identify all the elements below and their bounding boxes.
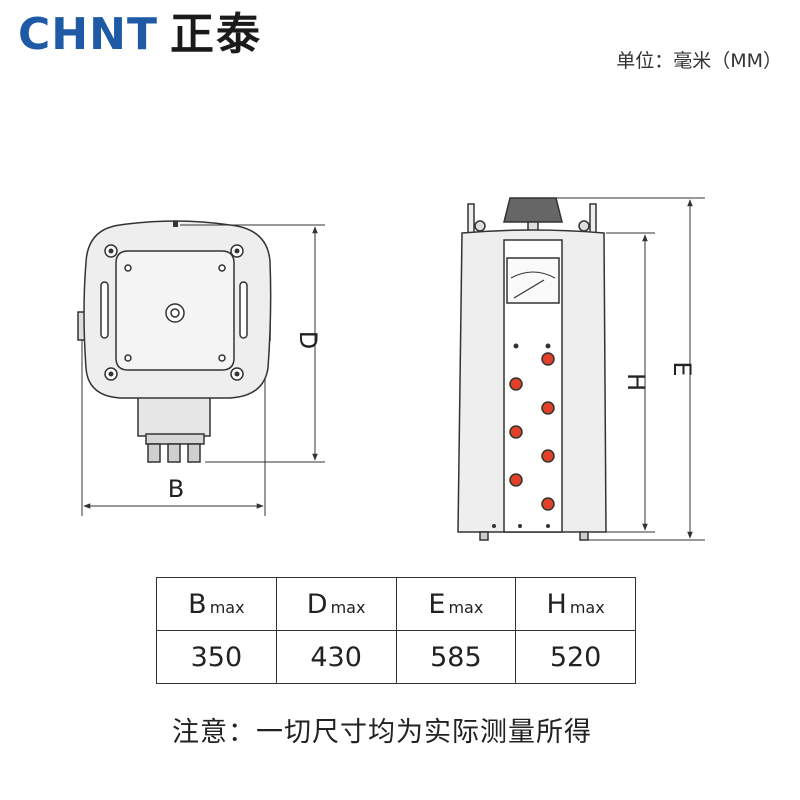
- dimension-e: [556, 197, 705, 541]
- right-handle: [589, 203, 597, 235]
- dimension-drawing: D B: [77, 197, 705, 541]
- base-block: [137, 395, 211, 437]
- indicator-light: [541, 401, 555, 415]
- front-view: [457, 197, 607, 541]
- brand-logo-cn: 正泰: [169, 9, 262, 60]
- dimension-d: [180, 224, 325, 463]
- terminal-3: [187, 443, 201, 463]
- indicator-light: [509, 473, 523, 487]
- dimension-h: [606, 232, 655, 533]
- knob-icon: [503, 197, 563, 223]
- terminal-2: [167, 443, 181, 463]
- right-slot: [239, 281, 248, 339]
- brand-logo-en: CHNT: [18, 9, 158, 60]
- indicator-light: [509, 425, 523, 439]
- table-cell-h: 520: [515, 630, 636, 684]
- label-h: H: [622, 373, 650, 391]
- indicator-light: [509, 377, 523, 391]
- foot-right: [579, 531, 589, 541]
- measurement-note: 注意：一切尺寸均为实际测量所得: [172, 717, 592, 748]
- left-handle: [467, 203, 475, 235]
- voltmeter: [506, 257, 560, 304]
- foot-left: [479, 531, 489, 541]
- left-slot: [100, 281, 109, 339]
- label-d: D: [294, 331, 322, 349]
- unit-label: 单位：毫米（MM）: [616, 50, 782, 72]
- indicator-light: [541, 352, 555, 366]
- indicator-light: [541, 449, 555, 463]
- indicator-light: [541, 497, 555, 511]
- table-cell-d: 430: [275, 630, 397, 684]
- label-e: E: [668, 361, 696, 376]
- brand-logo: CHNT 正泰: [18, 10, 262, 60]
- table-cell-e: 585: [395, 630, 517, 684]
- table-row: 350 430 585 520: [156, 630, 636, 684]
- top-view: [77, 220, 272, 516]
- table-cell-b: 350: [156, 630, 277, 684]
- terminal-1: [147, 443, 161, 463]
- label-b: B: [168, 475, 184, 503]
